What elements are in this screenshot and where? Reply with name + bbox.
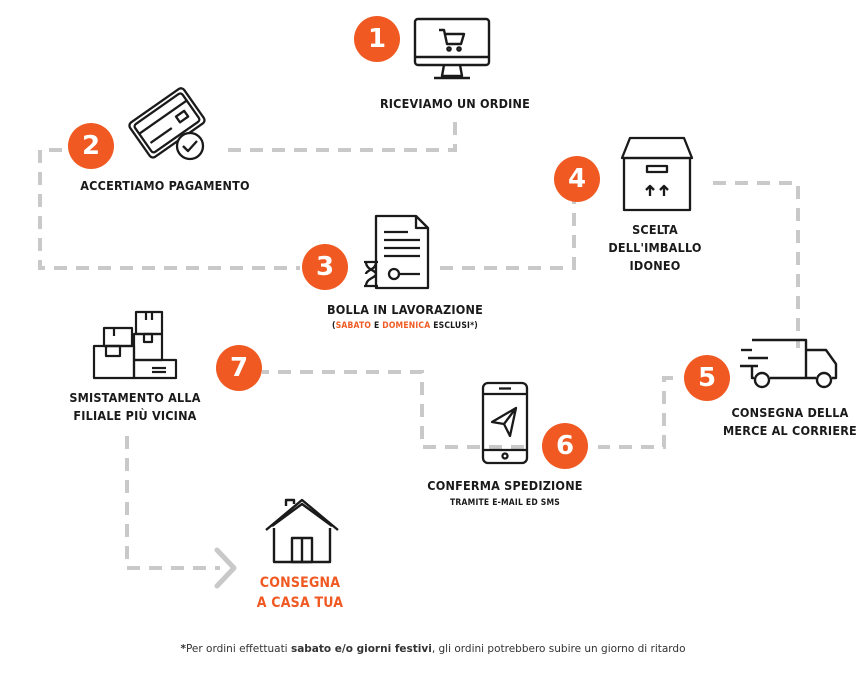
- step-4-badge: 4: [554, 156, 600, 202]
- step-3-label: BOLLA IN LAVORAZIONE: [327, 302, 483, 317]
- step-5-label-2: MERCE AL CORRIERE: [723, 423, 857, 438]
- step-7-label-2: FILIALE PIÙ VICINA: [73, 408, 197, 423]
- note-sabato: SABATO: [335, 321, 372, 331]
- step-1-badge: 1: [354, 16, 400, 62]
- package-box-icon: [620, 136, 694, 212]
- footnote-mark: *: [180, 643, 186, 655]
- step-2-badge: 2: [68, 123, 114, 169]
- step-7-label-1: SMISTAMENTO ALLA: [69, 390, 201, 405]
- step-1-label: RICEVIAMO UN ORDINE: [379, 96, 531, 111]
- final-label-2: A CASA TUA: [256, 595, 344, 611]
- footnote: *Per ordini effettuati sabato e/o giorni…: [0, 643, 866, 655]
- credit-card-check-icon: [128, 87, 206, 161]
- step-2-label: ACCERTIAMO PAGAMENTO: [80, 178, 250, 193]
- step-3-badge: 3: [302, 244, 348, 290]
- step-6-badge: 6: [542, 423, 588, 469]
- step-5-badge: 5: [684, 355, 730, 401]
- document-hourglass-icon: [364, 214, 430, 290]
- step-6-sub: TRAMITE E-MAIL ED SMS: [450, 498, 560, 508]
- monitor-cart-icon: [413, 17, 491, 80]
- note-domenica: DOMENICA: [382, 321, 431, 331]
- step-5-label-1: CONSEGNA DELLA: [731, 405, 849, 420]
- final-label-1: CONSEGNA: [259, 575, 341, 591]
- step-4-label-1: SCELTA: [632, 222, 678, 237]
- step-4-label-2: DELL'IMBALLO: [608, 240, 702, 255]
- footnote-bold: sabato e/o giorni festivi: [290, 643, 432, 655]
- footnote-pre: Per ordini effettuati: [185, 643, 291, 655]
- step-7-badge: 7: [216, 345, 262, 391]
- step-3-note: (SABATO E DOMENICA ESCLUSI*): [300, 320, 510, 332]
- note-open: (: [332, 321, 336, 331]
- smartphone-send-icon: [481, 381, 529, 465]
- footnote-post: , gli ordini potrebbero subire un giorno…: [431, 643, 686, 655]
- note-rest: ESCLUSI*): [430, 321, 478, 331]
- stacked-boxes-icon: [92, 310, 178, 380]
- delivery-truck-icon: [740, 338, 838, 389]
- step-4-label-3: IDONEO: [629, 258, 681, 273]
- house-icon: [265, 498, 339, 564]
- step-6-label: CONFERMA SPEDIZIONE: [427, 478, 583, 493]
- note-and: E: [371, 321, 383, 331]
